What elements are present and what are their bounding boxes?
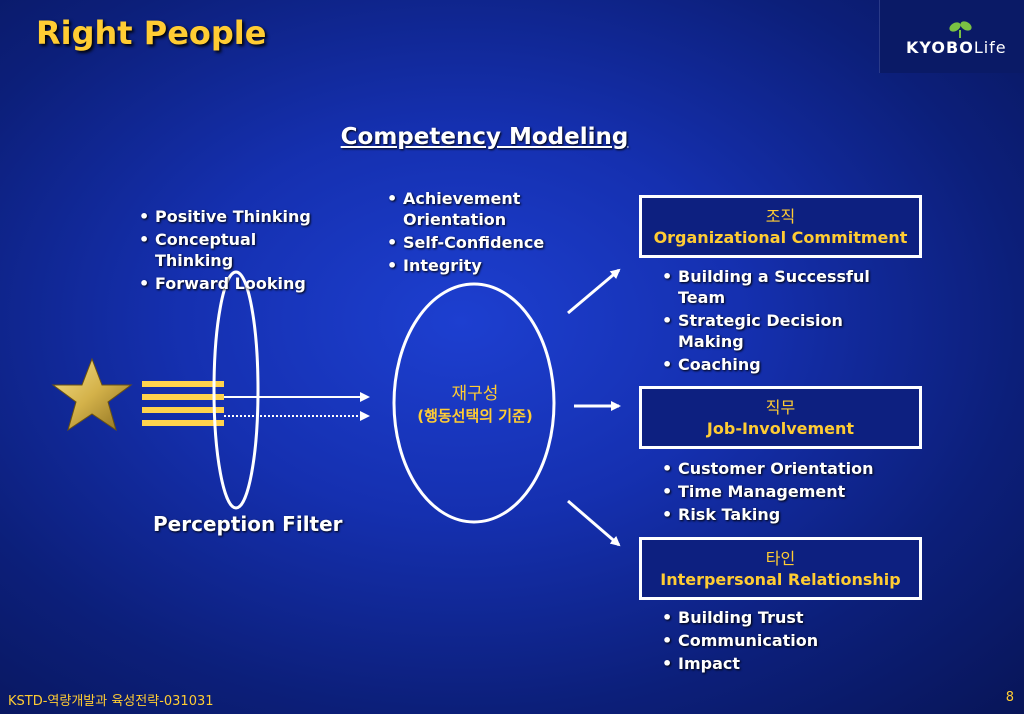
perception-filter-lens <box>212 270 260 510</box>
arrow-up-right <box>567 268 621 315</box>
logo-suffix: Life <box>973 38 1007 57</box>
footer-text: KSTD-역량개발과 육성전략-031031 <box>8 694 214 709</box>
list-item: Building Trust <box>660 607 900 628</box>
list-item: Achievement Orientation <box>385 188 575 230</box>
box-korean-label: 타인 <box>765 548 796 568</box>
interpersonal-relationship-box: 타인 Interpersonal Relationship <box>639 537 922 600</box>
logo-brand: KYOBO <box>906 38 974 57</box>
list-item: Self-Confidence <box>385 232 575 253</box>
center-label: 재구성 (행동선택의 기준) <box>395 383 555 427</box>
star-icon <box>51 357 133 432</box>
organizational-commitment-box: 조직 Organizational Commitment <box>639 195 922 258</box>
list-item: Positive Thinking <box>137 206 337 227</box>
leaf-icon <box>949 21 972 38</box>
organizational-bullet-list: Building a Successful Team Strategic Dec… <box>660 266 900 377</box>
list-item: Customer Orientation <box>660 458 920 479</box>
slide-title: Right People <box>36 14 267 52</box>
reconstruction-ellipse <box>392 282 556 524</box>
job-involvement-box: 직무 Job-Involvement <box>639 386 922 449</box>
interpersonal-bullet-list: Building Trust Communication Impact <box>660 607 900 676</box>
page-number: 8 <box>1005 690 1014 705</box>
left-bullet-list: Positive Thinking Conceptual Thinking Fo… <box>137 206 337 296</box>
box-english-label: Organizational Commitment <box>653 227 908 247</box>
diagram-subtitle: Competency Modeling <box>340 124 629 150</box>
company-logo: KYOBOLife <box>879 0 1024 73</box>
list-item: Risk Taking <box>660 504 920 525</box>
box-english-label: Interpersonal Relationship <box>660 569 901 589</box>
list-item: Time Management <box>660 481 920 502</box>
perception-filter-label: Perception Filter <box>153 512 343 536</box>
list-item: Coaching <box>660 354 900 375</box>
job-bullet-list: Customer Orientation Time Management Ris… <box>660 458 920 527</box>
box-korean-label: 직무 <box>765 397 796 417</box>
list-item: Building a Successful Team <box>660 266 900 308</box>
arrow-down-right <box>567 499 621 547</box>
center-label-sub: (행동선택의 기준) <box>417 407 533 425</box>
list-item: Conceptual Thinking <box>137 229 337 271</box>
list-item: Forward Looking <box>137 273 337 294</box>
center-label-main: 재구성 <box>451 384 499 404</box>
list-item: Strategic Decision Making <box>660 310 900 352</box>
list-item: Impact <box>660 653 900 674</box>
list-item: Communication <box>660 630 900 651</box>
box-korean-label: 조직 <box>765 206 796 226</box>
list-item: Integrity <box>385 255 575 276</box>
box-english-label: Job-Involvement <box>706 418 855 438</box>
logo-text: KYOBOLife <box>906 38 1007 57</box>
signal-bars <box>142 381 224 426</box>
center-bullet-list: Achievement Orientation Self-Confidence … <box>385 188 575 278</box>
